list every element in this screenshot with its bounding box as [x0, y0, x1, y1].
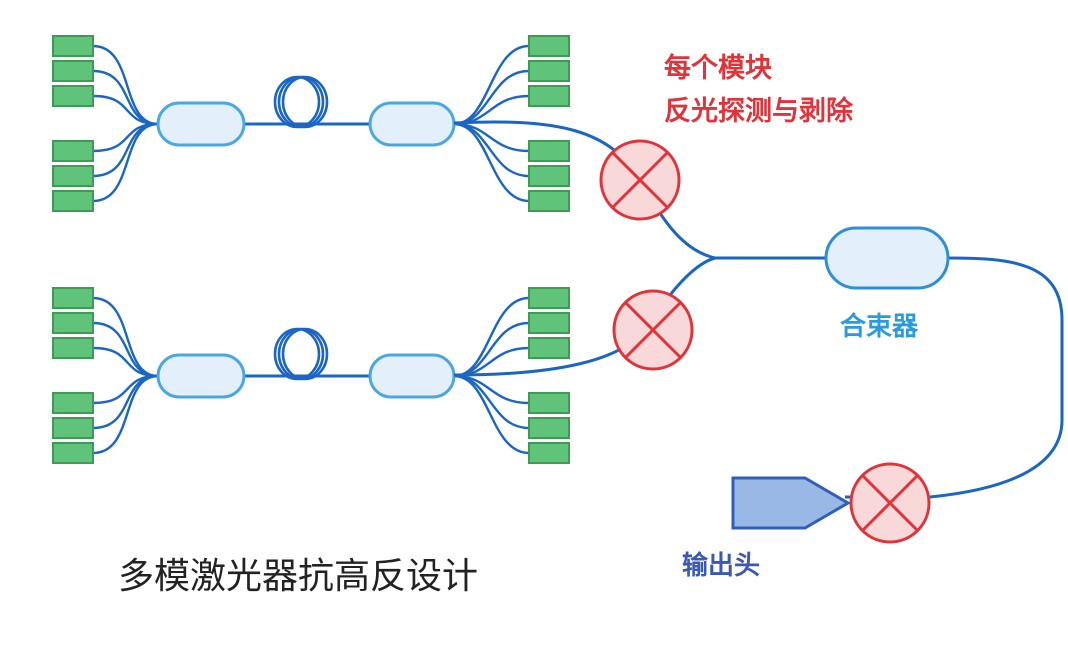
pump-diode-icon — [52, 165, 94, 187]
pump-diode-icon — [52, 287, 94, 309]
pump-diode-icon — [528, 165, 570, 187]
pump-diode-icon — [52, 60, 94, 82]
coupler-icon — [368, 353, 456, 399]
fiber-coil-icon — [273, 327, 321, 381]
pump-diode-icon — [528, 85, 570, 107]
pump-diode-icon — [52, 417, 94, 439]
pump-diode-icon — [528, 442, 570, 464]
pump-diode-icon — [528, 417, 570, 439]
output-head-label: 输出头 — [682, 550, 760, 581]
pump-fiber — [92, 94, 159, 126]
stripper-icon — [849, 462, 931, 544]
pump-diode-icon — [52, 312, 94, 334]
combiner-icon — [824, 226, 950, 290]
pump-fiber — [92, 122, 159, 153]
pump-diode-icon — [528, 140, 570, 162]
pump-diode-icon — [52, 140, 94, 162]
pump-diode-icon — [528, 190, 570, 212]
pump-fiber — [92, 44, 159, 126]
pump-fiber — [453, 44, 530, 126]
module-1 — [52, 35, 570, 212]
pump-diode-icon — [528, 35, 570, 57]
fiber-coil-icon — [281, 327, 329, 381]
output-head-icon — [731, 476, 851, 530]
pump-diode-icon — [52, 190, 94, 212]
pump-diode-icon — [528, 392, 570, 414]
pump-diode-icon — [52, 85, 94, 107]
diagram-caption: 多模激光器抗高反设计 — [118, 556, 478, 597]
pump-fiber — [92, 296, 159, 378]
pump-diode-icon — [52, 35, 94, 57]
pump-diode-icon — [528, 312, 570, 334]
fiber-combiner-to-output — [929, 256, 1064, 499]
module-note-line2: 反光探测与剥除 — [664, 95, 854, 127]
pump-fiber — [92, 374, 159, 455]
pump-fiber — [92, 374, 159, 405]
pump-fiber — [92, 346, 159, 378]
pump-diode-icon — [528, 60, 570, 82]
fiber-coil-icon — [273, 75, 321, 129]
coupler-icon — [368, 101, 456, 147]
pump-diode-icon — [52, 337, 94, 359]
pump-fiber — [453, 296, 530, 378]
combiner-label: 合束器 — [840, 311, 919, 342]
coupler-icon — [156, 353, 246, 399]
pump-diode-icon — [52, 392, 94, 414]
fiber-coil-icon — [277, 75, 325, 129]
fiber-coil-icon — [281, 75, 329, 129]
coupler-icon — [156, 101, 246, 147]
stripper-icon — [599, 139, 681, 221]
module-2 — [52, 287, 570, 464]
fiber-coil-icon — [277, 327, 325, 381]
pump-fiber — [92, 122, 159, 203]
pump-fiber — [453, 122, 530, 203]
pump-diode-icon — [528, 337, 570, 359]
pump-diode-icon — [528, 287, 570, 309]
pump-fiber — [453, 374, 530, 455]
stripper-icon — [612, 289, 694, 371]
module-note-line1: 每个模块 — [664, 52, 773, 84]
pump-diode-icon — [52, 442, 94, 464]
